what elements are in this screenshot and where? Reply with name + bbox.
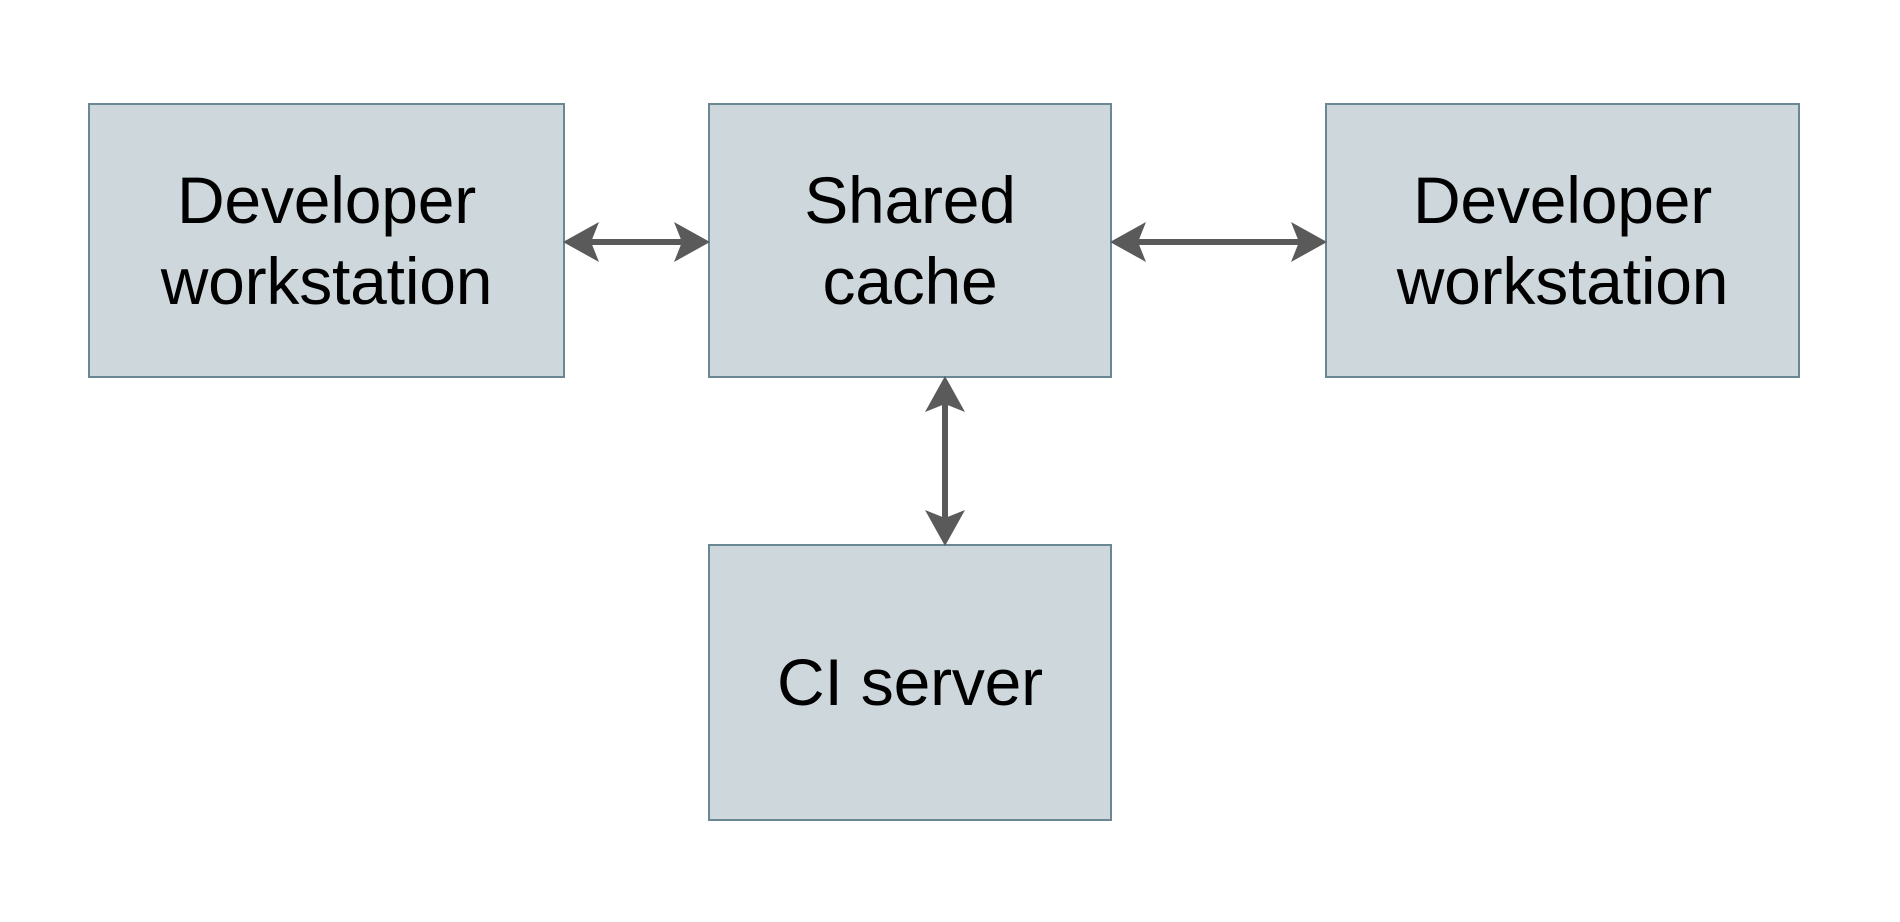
node-label: CI server: [777, 645, 1043, 720]
node-shared-cache[interactable]: Shared cache: [708, 103, 1112, 378]
edge-dev-left-to-shared-cache: [563, 212, 710, 272]
double-headed-arrow-icon: [1110, 222, 1327, 262]
node-label: Developer workstation: [160, 162, 493, 318]
node-developer-workstation-left[interactable]: Developer workstation: [88, 103, 565, 378]
node-label: Shared cache: [804, 162, 1016, 318]
double-headed-arrow-icon: [925, 376, 965, 546]
node-ci-server[interactable]: CI server: [708, 544, 1112, 821]
edge-ci-server-to-shared-cache: [915, 376, 975, 546]
edge-shared-cache-to-dev-right: [1110, 212, 1327, 272]
node-developer-workstation-right[interactable]: Developer workstation: [1325, 103, 1800, 378]
double-headed-arrow-icon: [563, 222, 710, 262]
node-label: Developer workstation: [1396, 162, 1729, 318]
